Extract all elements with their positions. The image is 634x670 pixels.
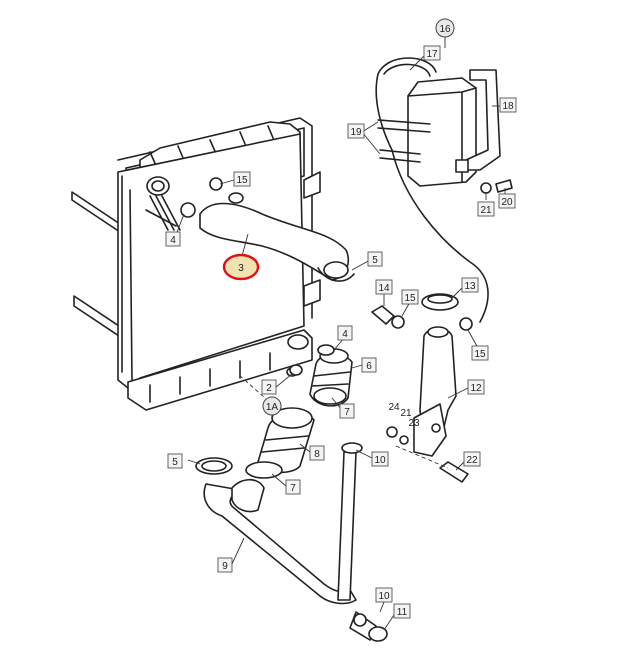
callout-23-label: 23 — [408, 418, 420, 429]
callout-13-label: 13 — [464, 281, 476, 292]
lower-hoses — [195, 344, 388, 642]
callout-2: 2 — [261, 379, 277, 395]
callout-6: 6 — [361, 357, 377, 373]
callout-4-top: 4 — [165, 231, 181, 247]
radiator — [71, 117, 321, 411]
callout-22: 22 — [463, 451, 481, 467]
callout-7-bottom-label: 7 — [290, 483, 296, 494]
callout-7-bottom: 7 — [285, 479, 301, 495]
callout-23: 23 — [408, 418, 420, 429]
callout-21-top-label: 21 — [480, 205, 492, 216]
callout-19: 19 — [347, 123, 365, 139]
callout-12: 12 — [467, 379, 485, 395]
callout-16-label: 16 — [439, 24, 451, 35]
callout-15-right: 15 — [471, 345, 489, 361]
callout-21-mid: 21 — [400, 408, 412, 419]
callout-9-label: 9 — [222, 561, 228, 572]
callout-4-top-label: 4 — [170, 235, 176, 246]
callout-24: 24 — [388, 402, 400, 413]
callout-14-label: 14 — [378, 283, 390, 294]
callout-17: 17 — [423, 45, 441, 61]
callout-21-mid-label: 21 — [400, 408, 412, 419]
callout-12-label: 12 — [470, 383, 482, 394]
callout-15-top-label: 15 — [236, 175, 248, 186]
callout-4-mid: 4 — [337, 325, 353, 341]
callout-17-label: 17 — [426, 49, 438, 60]
callout-9: 9 — [217, 557, 233, 573]
callout-15-top: 15 — [233, 171, 251, 187]
callout-20: 20 — [498, 193, 516, 209]
callout-3-highlighted: 3 — [222, 253, 260, 281]
callout-4-mid-label: 4 — [342, 329, 348, 340]
callout-5-top-label: 5 — [372, 255, 378, 266]
callout-10-mid: 10 — [371, 451, 389, 467]
callout-21-top: 21 — [477, 201, 495, 217]
callout-7-mid-label: 7 — [344, 407, 350, 418]
callout-7-mid: 7 — [339, 403, 355, 419]
callout-15-right-label: 15 — [474, 349, 486, 360]
callout-18-label: 18 — [502, 101, 514, 112]
callout-1a: 1A — [262, 396, 282, 416]
callout-3-label: 3 — [238, 263, 244, 274]
expansion-tank — [375, 57, 513, 323]
callout-10-bottom-label: 10 — [378, 591, 390, 602]
callout-15-mid-label: 15 — [404, 293, 416, 304]
callout-8: 8 — [309, 445, 325, 461]
callout-14: 14 — [375, 279, 393, 295]
callout-5-top: 5 — [367, 251, 383, 267]
highlight-ring — [222, 253, 260, 281]
callout-13: 13 — [461, 277, 479, 293]
callout-15-mid: 15 — [401, 289, 419, 305]
callout-1a-label: 1A — [266, 402, 279, 413]
callout-11-label: 11 — [397, 607, 408, 618]
callout-5-bottom-label: 5 — [172, 457, 178, 468]
upper-hose — [199, 202, 355, 282]
reservoir-bottle — [371, 293, 473, 483]
callout-5-bottom: 5 — [167, 453, 183, 469]
callout-16: 16 — [435, 18, 455, 38]
callout-6-label: 6 — [366, 361, 372, 372]
callout-2-label: 2 — [266, 383, 272, 394]
callout-24-label: 24 — [388, 402, 400, 413]
callout-20-label: 20 — [501, 197, 513, 208]
callout-10-bottom: 10 — [375, 587, 393, 603]
callout-8-label: 8 — [314, 449, 320, 460]
callout-10-mid-label: 10 — [374, 455, 386, 466]
callout-18: 18 — [499, 97, 517, 113]
callout-22-label: 22 — [466, 455, 478, 466]
callout-11: 11 — [393, 603, 411, 619]
callout-19-label: 19 — [350, 127, 362, 138]
